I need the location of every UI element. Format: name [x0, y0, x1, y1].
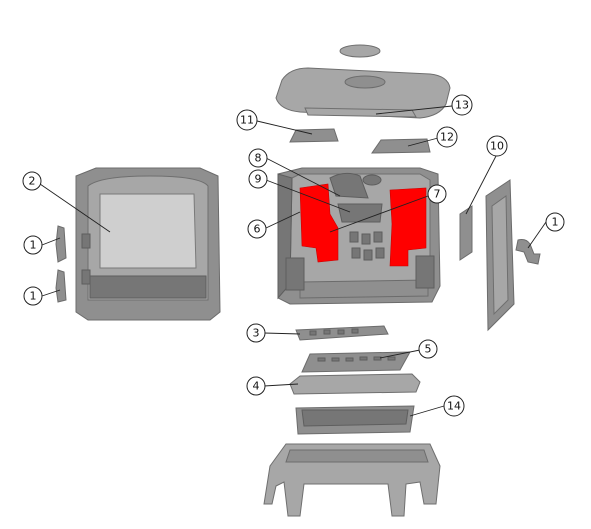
callout-3: 3: [246, 323, 266, 343]
top-rear-plate-right: [371, 138, 431, 154]
callout-12: 12: [436, 126, 458, 148]
callout-13: 13: [451, 94, 473, 116]
callout-label: 3: [253, 327, 260, 340]
callout-label: 12: [440, 131, 454, 144]
callout-8: 8: [248, 148, 268, 168]
callout-2: 2: [22, 171, 42, 191]
callout-label: 5: [425, 343, 432, 356]
callout-7: 7: [427, 184, 447, 204]
top-plate-flue-hole: [344, 75, 386, 89]
callout-label: 1: [552, 216, 559, 229]
callout-label: 1: [30, 290, 37, 303]
ash-pan-cover: [289, 373, 421, 395]
callout-label: 6: [254, 223, 261, 236]
side-door-liner: [459, 205, 473, 261]
door-glass: [99, 193, 197, 269]
flue-collar: [339, 44, 381, 58]
door-hinge-upper: [55, 225, 67, 263]
callout-5: 5: [418, 339, 438, 359]
side-door-handle: [515, 239, 541, 265]
callout-label: 10: [490, 140, 504, 153]
callout-label: 4: [253, 380, 260, 393]
callout-label: 1: [30, 239, 37, 252]
callout-11: 11: [236, 109, 258, 131]
callout-1a: 1: [23, 235, 43, 255]
callout-label: 11: [240, 114, 254, 127]
callout-label: 9: [255, 173, 262, 186]
callout-label: 8: [255, 152, 262, 165]
door-hinge-lower: [55, 269, 67, 303]
callout-6: 6: [247, 219, 267, 239]
callout-1b: 1: [23, 286, 43, 306]
callout-1c: 1: [545, 212, 565, 232]
callout-label: 14: [447, 400, 461, 413]
front-door: [75, 167, 221, 321]
callout-9: 9: [248, 169, 268, 189]
top-rear-plate-left: [289, 128, 339, 143]
callout-14: 14: [443, 395, 465, 417]
callout-10: 10: [486, 135, 508, 157]
callout-label: 13: [455, 99, 469, 112]
callout-4: 4: [246, 376, 266, 396]
callout-label: 7: [434, 188, 441, 201]
callout-label: 2: [29, 175, 36, 188]
baffle-strip: [304, 107, 417, 118]
firebrick-right: [389, 187, 427, 267]
leader-lines: [39, 105, 547, 417]
top-plate: [275, 67, 451, 119]
